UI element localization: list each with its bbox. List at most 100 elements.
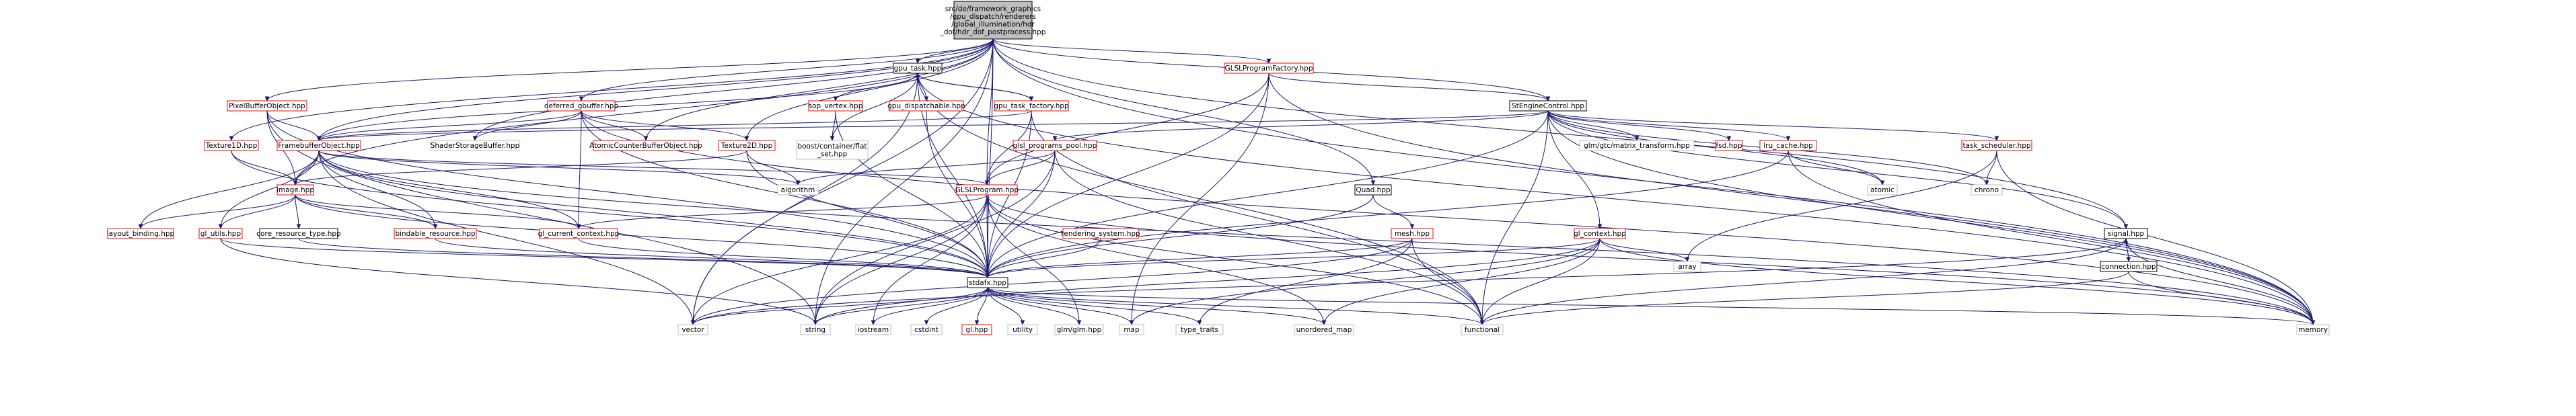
edge-image-to-gl_utils <box>221 194 296 228</box>
node-box <box>718 140 776 151</box>
node-fsd[interactable]: fsd.hpp <box>1715 140 1743 151</box>
node-label: _dof/hdr_dof_postprocess.hpp <box>940 28 1046 36</box>
edge-mesh-to-functional <box>1411 238 1482 325</box>
node-gl-utils[interactable]: gl_utils.hpp <box>198 228 243 239</box>
node-acbo[interactable]: AtomicCounterBufferObject.hpp <box>589 140 702 151</box>
node-gpu-dispatchable[interactable]: gpu_dispatchable.hpp <box>887 100 965 112</box>
node-box <box>1391 228 1434 239</box>
edge-image-to-layout_binding <box>141 194 296 228</box>
node-functional[interactable]: functional <box>1461 324 1504 335</box>
edge-stengine-to-task_scheduler <box>1547 110 1997 140</box>
node-algorithm[interactable]: algorithm <box>777 184 819 196</box>
node-label: string <box>805 326 825 334</box>
node-glm-glm[interactable]: glm/glm.hpp <box>1054 324 1104 335</box>
node-glm-matrix[interactable]: glm/gtc/matrix_transform.hpp <box>1579 140 1695 151</box>
node-label: utility <box>1013 326 1033 334</box>
node-label: GLSLProgramFactory.hpp <box>1225 65 1313 73</box>
node-texture1d[interactable]: Texture1D.hpp <box>204 140 259 151</box>
node-box <box>796 140 869 160</box>
node-label: gpu_task_factory.hpp <box>994 102 1069 110</box>
node-fbo[interactable]: FramebufferObject.hpp <box>277 140 361 151</box>
node-core-resource-type[interactable]: core_resource_type.hpp <box>256 228 341 239</box>
node-label: boost/container/flat <box>797 142 867 151</box>
node-stdafx[interactable]: stdafx.hpp <box>967 277 1008 288</box>
node-box <box>539 228 618 239</box>
node-iostream[interactable]: iostream <box>855 324 891 335</box>
node-unordered-map[interactable]: unordered_map <box>1294 324 1354 335</box>
node-sop-vertex[interactable]: sop_vertex.hpp <box>808 100 863 112</box>
node-root[interactable]: src/de/framework_graphics/gpu_dispatch/r… <box>940 1 1046 40</box>
node-gl-hpp[interactable]: gl.hpp <box>961 324 992 335</box>
edge-gpu_task-to-boost_flat_set <box>832 73 918 140</box>
node-label: gpu_dispatchable.hpp <box>887 102 965 110</box>
node-cstdint[interactable]: cstdint <box>910 324 943 335</box>
node-boost-flat-set[interactable]: boost/container/flat_set.hpp <box>796 140 869 160</box>
node-ssbo[interactable]: ShaderStorageBuffer.hpp <box>430 140 520 151</box>
edge-stdafx-to-type_traits <box>987 287 1200 325</box>
edge-gpu_task_factory-to-fbo <box>319 110 1032 140</box>
node-atomic[interactable]: atomic <box>1867 184 1898 196</box>
edge-texture2d-to-image <box>295 150 747 185</box>
edge-fbo-to-gl_utils <box>221 150 320 228</box>
node-texture2d[interactable]: Texture2D.hpp <box>718 140 776 151</box>
edge-deferred-to-acbo <box>581 110 646 140</box>
node-string[interactable]: string <box>800 324 831 335</box>
node-type-traits[interactable]: type_traits <box>1175 324 1224 335</box>
node-memory[interactable]: memory <box>2296 324 2330 335</box>
node-rendering-system[interactable]: rendering_system.hpp <box>1061 228 1140 239</box>
node-image[interactable]: image.hpp <box>277 184 314 196</box>
node-bindable-resource[interactable]: bindable_resource.hpp <box>394 228 477 239</box>
node-label: image.hpp <box>277 186 314 194</box>
node-gpu-task-factory[interactable]: gpu_task_factory.hpp <box>994 100 1069 112</box>
node-gl-current-context[interactable]: gl_current_context.hpp <box>538 228 620 239</box>
node-box <box>1224 63 1314 74</box>
node-array[interactable]: array <box>1673 261 1701 272</box>
node-label: gpu_task.hpp <box>894 65 942 73</box>
node-glslprogram[interactable]: GLSLProgram.hpp <box>955 184 1019 196</box>
node-glsl-programs-pool[interactable]: glsl_programs_pool.hpp <box>1013 140 1097 151</box>
node-lru-cache[interactable]: lru_cache.hpp <box>1759 140 1817 151</box>
node-deferred[interactable]: deferred_gbuffer.hpp <box>544 100 619 112</box>
edge-stdafx-to-glm_glm <box>987 287 1079 325</box>
node-connection[interactable]: connection.hpp <box>2100 261 2158 272</box>
edge-root-to-deferred <box>581 38 994 101</box>
edge-glsl_programs_pool-to-glslprogram <box>987 150 1056 185</box>
edge-stdafx-to-map <box>987 287 1132 325</box>
node-label: glm/glm.hpp <box>1057 326 1102 334</box>
edge-fbo-to-vector <box>318 150 693 325</box>
node-chrono[interactable]: chrono <box>1971 184 2003 196</box>
edge-gl_utils-to-stdafx <box>220 238 988 278</box>
node-box <box>1574 228 1626 239</box>
node-signal[interactable]: signal.hpp <box>2104 228 2148 239</box>
node-layout-binding[interactable]: layout_binding.hpp <box>107 228 175 239</box>
node-gl-context[interactable]: gl_context.hpp <box>1574 228 1626 239</box>
node-mesh[interactable]: mesh.hpp <box>1391 228 1434 239</box>
edge-gpu_task-to-vector <box>693 73 918 325</box>
node-vector[interactable]: vector <box>677 324 708 335</box>
edge-signal-to-vector <box>693 238 2127 325</box>
node-label: gl.hpp <box>966 326 988 334</box>
edge-fbo-to-gl_current_context <box>318 150 579 228</box>
node-glsl-factory[interactable]: GLSLProgramFactory.hpp <box>1224 63 1314 74</box>
node-box <box>227 100 307 112</box>
node-box <box>677 324 708 335</box>
node-map[interactable]: map <box>1119 324 1144 335</box>
edge-root-to-signal <box>992 38 2126 228</box>
edge-gpu_task-to-fbo <box>319 73 918 140</box>
node-box <box>1715 140 1743 151</box>
node-label: /gpu_dispatch/renderers <box>950 13 1036 21</box>
node-box <box>1971 184 2003 196</box>
node-gpu-task[interactable]: gpu_task.hpp <box>893 63 943 74</box>
node-utility[interactable]: utility <box>1007 324 1038 335</box>
node-task-scheduler[interactable]: task_scheduler.hpp <box>1961 140 2032 151</box>
node-box <box>1007 324 1038 335</box>
node-box <box>1509 100 1587 112</box>
node-label: array <box>1678 263 1697 271</box>
edge-glslprogram-to-vector <box>693 194 988 325</box>
edge-connection-to-functional <box>1482 271 2129 325</box>
node-label: glsl_programs_pool.hpp <box>1013 142 1097 150</box>
node-stengine[interactable]: StEngineControl.hpp <box>1509 100 1587 112</box>
node-quad[interactable]: Quad.hpp <box>1354 184 1392 196</box>
edge-root-to-string <box>815 38 994 325</box>
node-pixelbuffer[interactable]: PixelBufferObject.hpp <box>227 100 307 112</box>
